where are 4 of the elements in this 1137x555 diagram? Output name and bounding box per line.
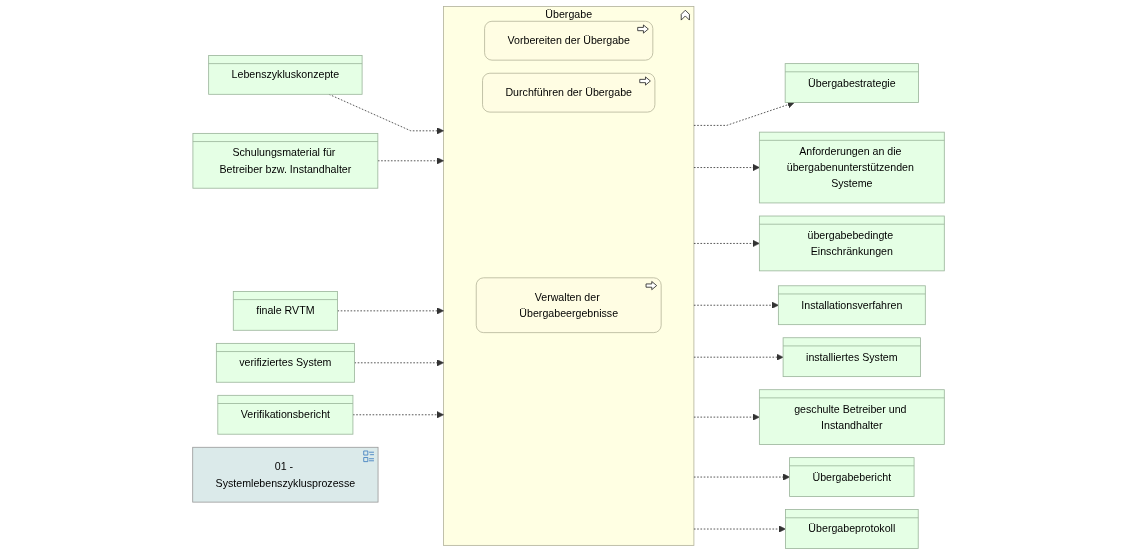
node-box: Vorbereiten der Übergabe bbox=[484, 20, 654, 61]
node-box: 01 - Systemlebenszyklusprozesse bbox=[192, 446, 379, 503]
node-box: Durchführen der Übergabe bbox=[482, 72, 656, 113]
node-box: Verwalten der Übergabeergebnisse bbox=[475, 277, 662, 334]
